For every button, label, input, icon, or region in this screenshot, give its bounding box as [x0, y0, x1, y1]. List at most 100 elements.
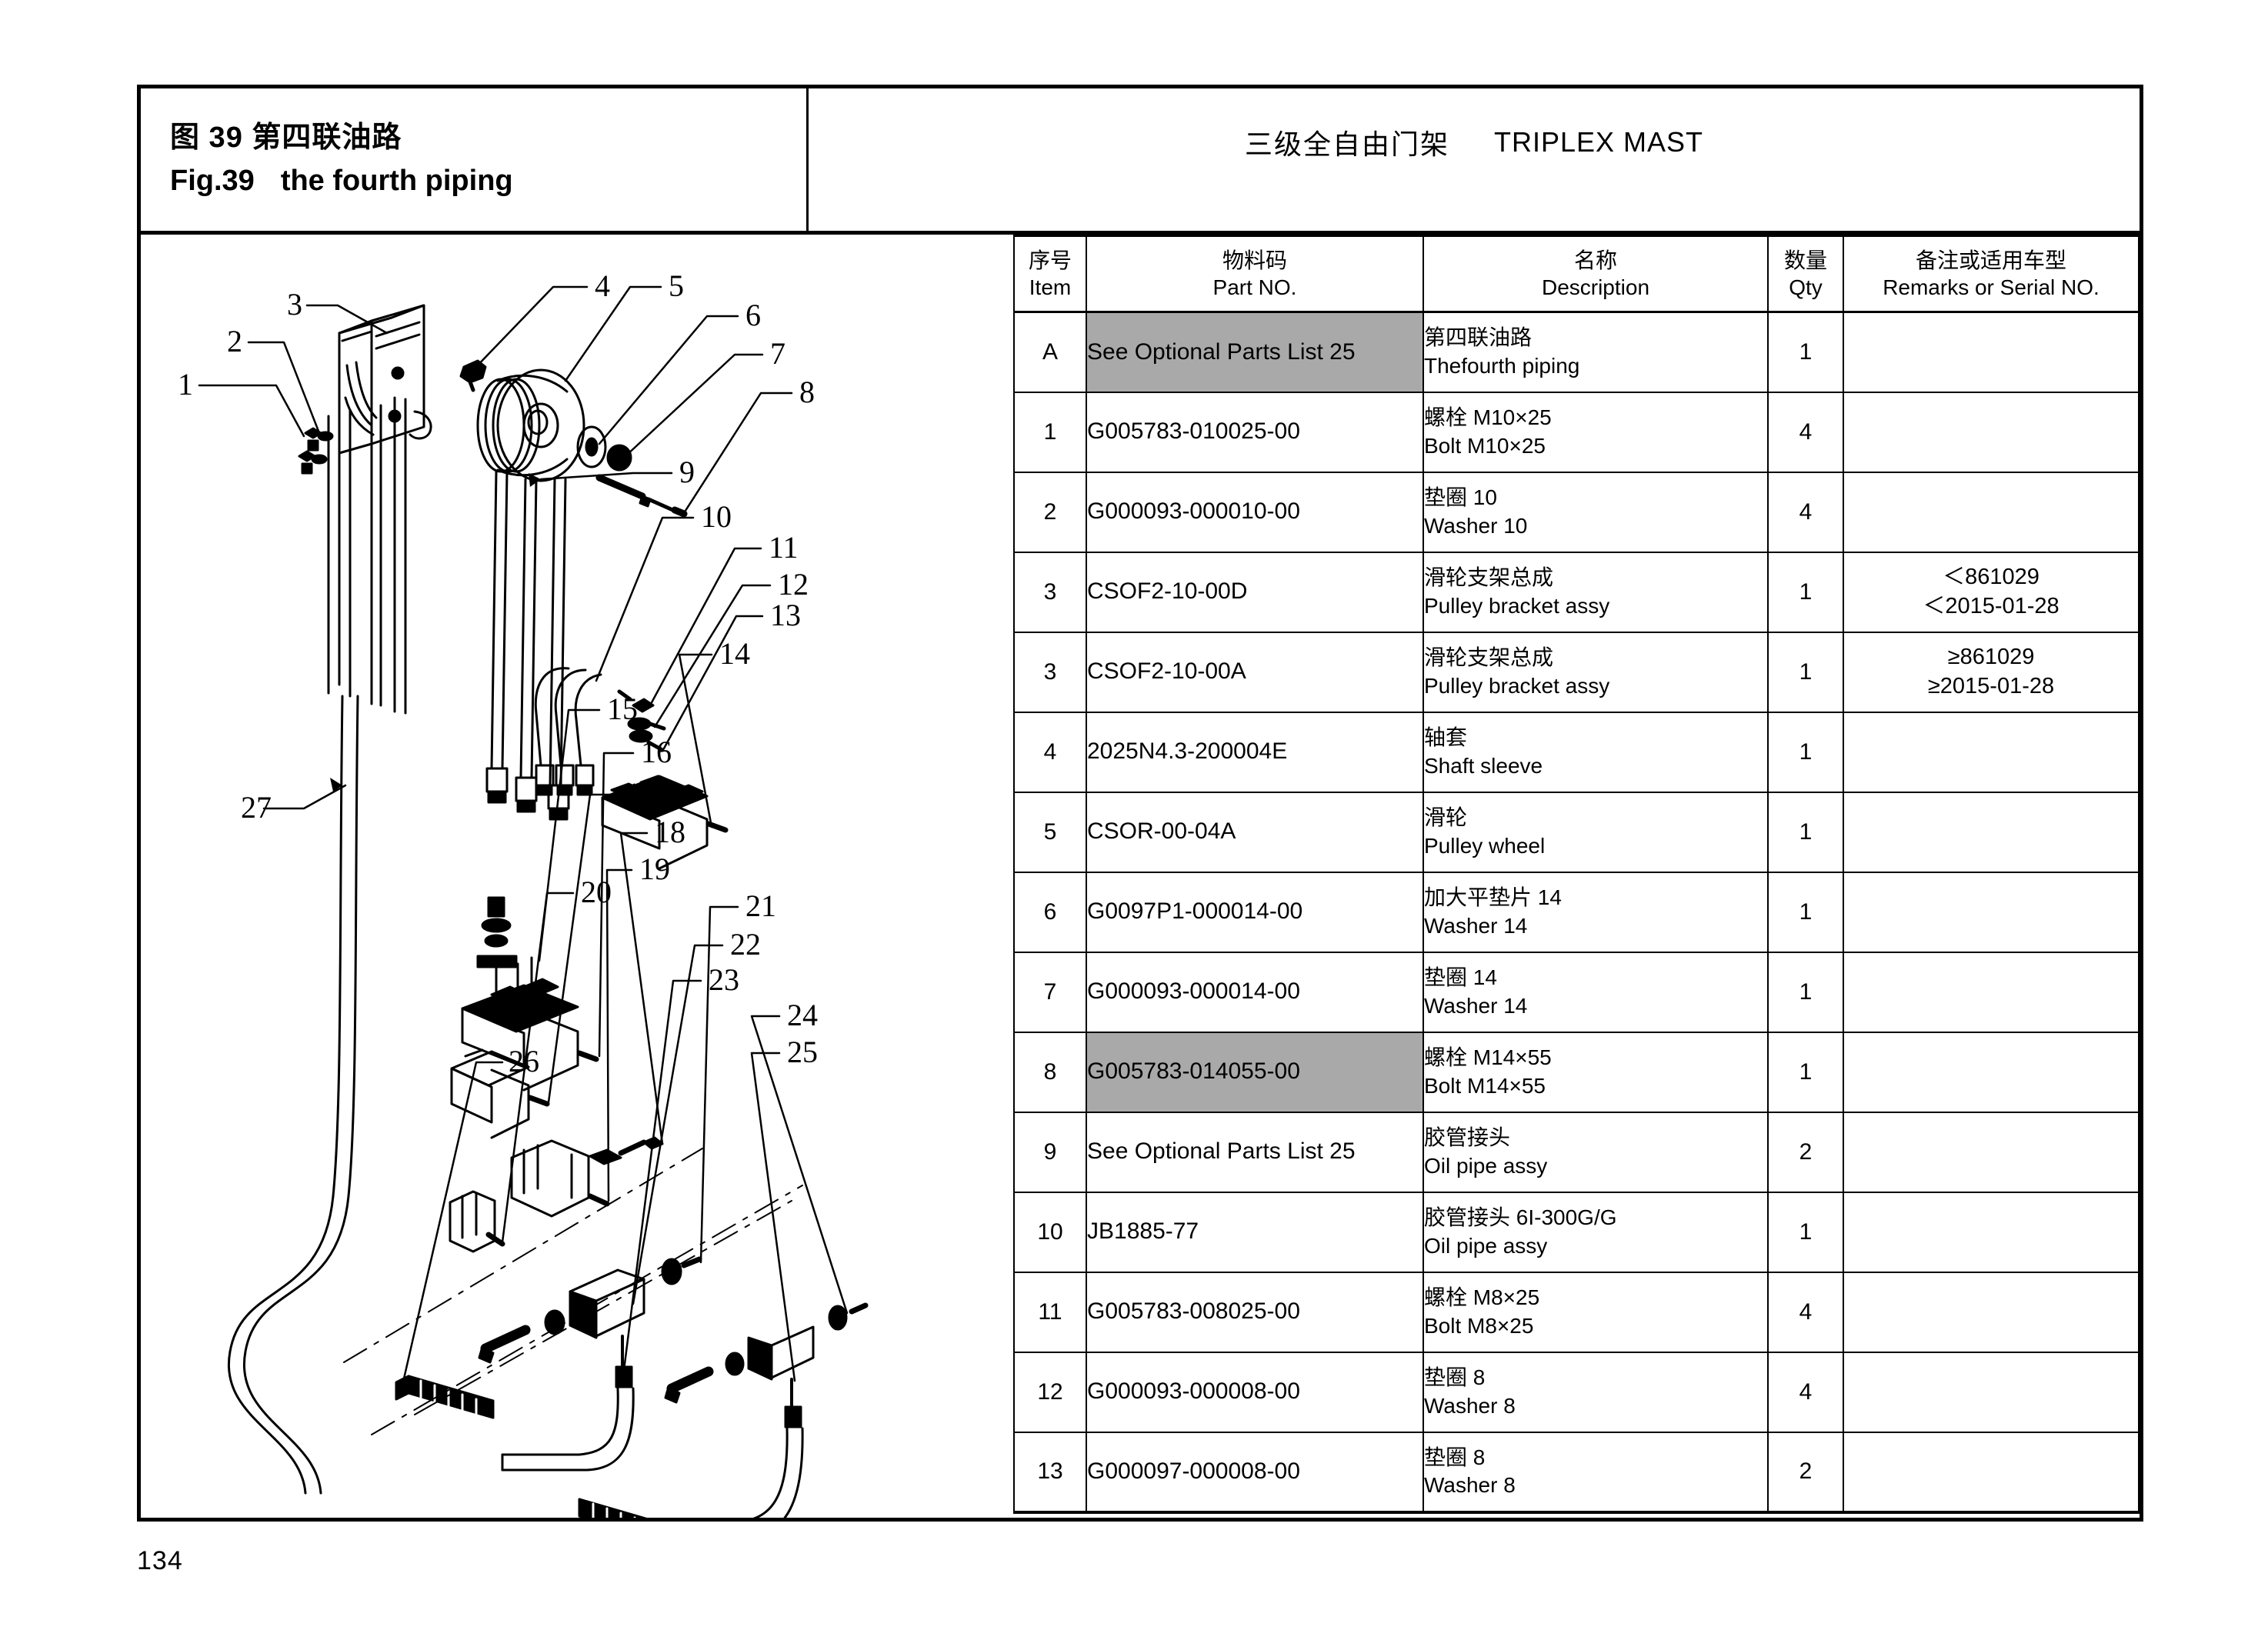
figure-title-en: Fig.39 the fourth piping — [170, 162, 806, 201]
cell-remarks — [1843, 1351, 2140, 1433]
callout-11: 11 — [769, 530, 799, 565]
callout-18: 18 — [655, 815, 685, 849]
cell-qty: 1 — [1767, 551, 1844, 633]
description-en: Washer 10 — [1424, 513, 1528, 538]
column-header-item: 序号 Item — [1013, 235, 1087, 313]
cell-description: 轴套 Shaft sleeve — [1423, 711, 1769, 793]
callout-1: 1 — [178, 367, 193, 402]
callout-26: 26 — [509, 1044, 539, 1078]
cell-remarks — [1843, 1191, 2140, 1273]
cell-part-no: JB1885-77 — [1086, 1191, 1424, 1273]
callout-16: 16 — [641, 735, 672, 769]
callout-22: 22 — [730, 927, 761, 962]
cell-remarks — [1843, 871, 2140, 953]
description-en: Pulley wheel — [1424, 833, 1546, 858]
callout-24: 24 — [787, 998, 818, 1032]
cell-item: 1 — [1013, 391, 1087, 473]
figure-number: Fig.39 — [170, 164, 255, 197]
cell-part-no: G000097-000008-00 — [1086, 1431, 1424, 1514]
description-cn: 垫圈 14 — [1424, 965, 1497, 990]
cell-description: 滑轮 Pulley wheel — [1423, 791, 1769, 873]
description-en: Oil pipe assy — [1424, 1233, 1548, 1258]
cell-qty: 1 — [1767, 951, 1844, 1033]
cell-qty: 4 — [1767, 1351, 1844, 1433]
cell-remarks — [1843, 1431, 2140, 1514]
callout-7: 7 — [770, 336, 785, 371]
table-header-row: 序号 Item 物料码 Part NO. 名称 Description 数量 — [1013, 235, 2140, 313]
remarks-line-2: ≥2015-01-28 — [1927, 673, 2055, 698]
callout-12: 12 — [778, 567, 809, 602]
cell-part-no: G000093-000014-00 — [1086, 951, 1424, 1033]
cell-qty: 4 — [1767, 471, 1844, 553]
description-en: Bolt M10×25 — [1424, 433, 1546, 458]
cell-remarks — [1843, 311, 2140, 393]
description-cn: 螺栓 M10×25 — [1424, 405, 1552, 430]
callout-25: 25 — [787, 1035, 818, 1069]
callout-17: 17 — [625, 776, 656, 811]
cell-item: 13 — [1013, 1431, 1087, 1514]
column-header-part-no-cn: 物料码 — [1222, 248, 1287, 272]
cell-remarks — [1843, 1031, 2140, 1113]
column-header-qty-cn: 数量 — [1783, 248, 1827, 272]
figure-title-cn: 图 39 第四联油路 — [170, 122, 402, 155]
cell-part-no: CSOF2-10-00A — [1086, 631, 1424, 713]
cell-remarks — [1843, 391, 2140, 473]
figure-title-block: 图 39 第四联油路 Fig.39 the fourth piping — [141, 88, 809, 231]
page-body: 1 2 3 4 5 6 7 8 9 10 11 12 13 14 15 16 1 — [141, 235, 2140, 1518]
cell-item: 9 — [1013, 1111, 1087, 1193]
cell-item: 10 — [1013, 1191, 1087, 1273]
description-cn: 垫圈 8 — [1424, 1365, 1486, 1390]
parts-list-table: 序号 Item 物料码 Part NO. 名称 Description 数量 — [1013, 235, 2140, 1514]
description-cn: 螺栓 M8×25 — [1424, 1285, 1540, 1310]
description-en: Thefourth piping — [1424, 353, 1580, 378]
description-en: Bolt M8×25 — [1424, 1313, 1534, 1338]
cell-part-no: See Optional Parts List 25 — [1086, 1111, 1424, 1193]
cell-qty: 1 — [1767, 1191, 1844, 1273]
cell-qty: 2 — [1767, 1111, 1844, 1193]
description-en: Pulley bracket assy — [1424, 673, 1610, 698]
remarks-line-1: ≥861029 — [1947, 644, 2035, 669]
parts-list-panel: 序号 Item 物料码 Part NO. 名称 Description 数量 — [1013, 235, 2140, 1518]
description-cn: 滑轮 — [1424, 805, 1468, 830]
cell-item: 8 — [1013, 1031, 1087, 1113]
description-en: Pulley bracket assy — [1424, 593, 1610, 618]
callout-14: 14 — [719, 636, 750, 671]
figure-title-en-text: the fourth piping — [280, 164, 513, 197]
description-en: Shaft sleeve — [1424, 753, 1543, 778]
description-cn: 轴套 — [1424, 725, 1468, 750]
remarks-line-2: ＜2015-01-28 — [1923, 593, 2060, 618]
cell-remarks — [1843, 471, 2140, 553]
cell-part-no: G000093-000010-00 — [1086, 471, 1424, 553]
column-header-description-cn: 名称 — [1573, 248, 1617, 272]
cell-part-no: CSOF2-10-00D — [1086, 551, 1424, 633]
column-header-item-cn: 序号 — [1028, 248, 1072, 272]
description-cn: 第四联油路 — [1424, 325, 1533, 350]
column-header-description-en: Description — [1541, 275, 1650, 299]
cell-remarks — [1843, 1271, 2140, 1353]
description-en: Oil pipe assy — [1424, 1153, 1548, 1178]
cell-description: 第四联油路 Thefourth piping — [1423, 311, 1769, 393]
cell-item: 4 — [1013, 711, 1087, 793]
callout-23: 23 — [709, 962, 739, 997]
cell-qty: 1 — [1767, 871, 1844, 953]
callout-27: 27 — [241, 790, 272, 825]
column-header-remarks: 备注或适用车型 Remarks or Serial NO. — [1843, 235, 2140, 313]
